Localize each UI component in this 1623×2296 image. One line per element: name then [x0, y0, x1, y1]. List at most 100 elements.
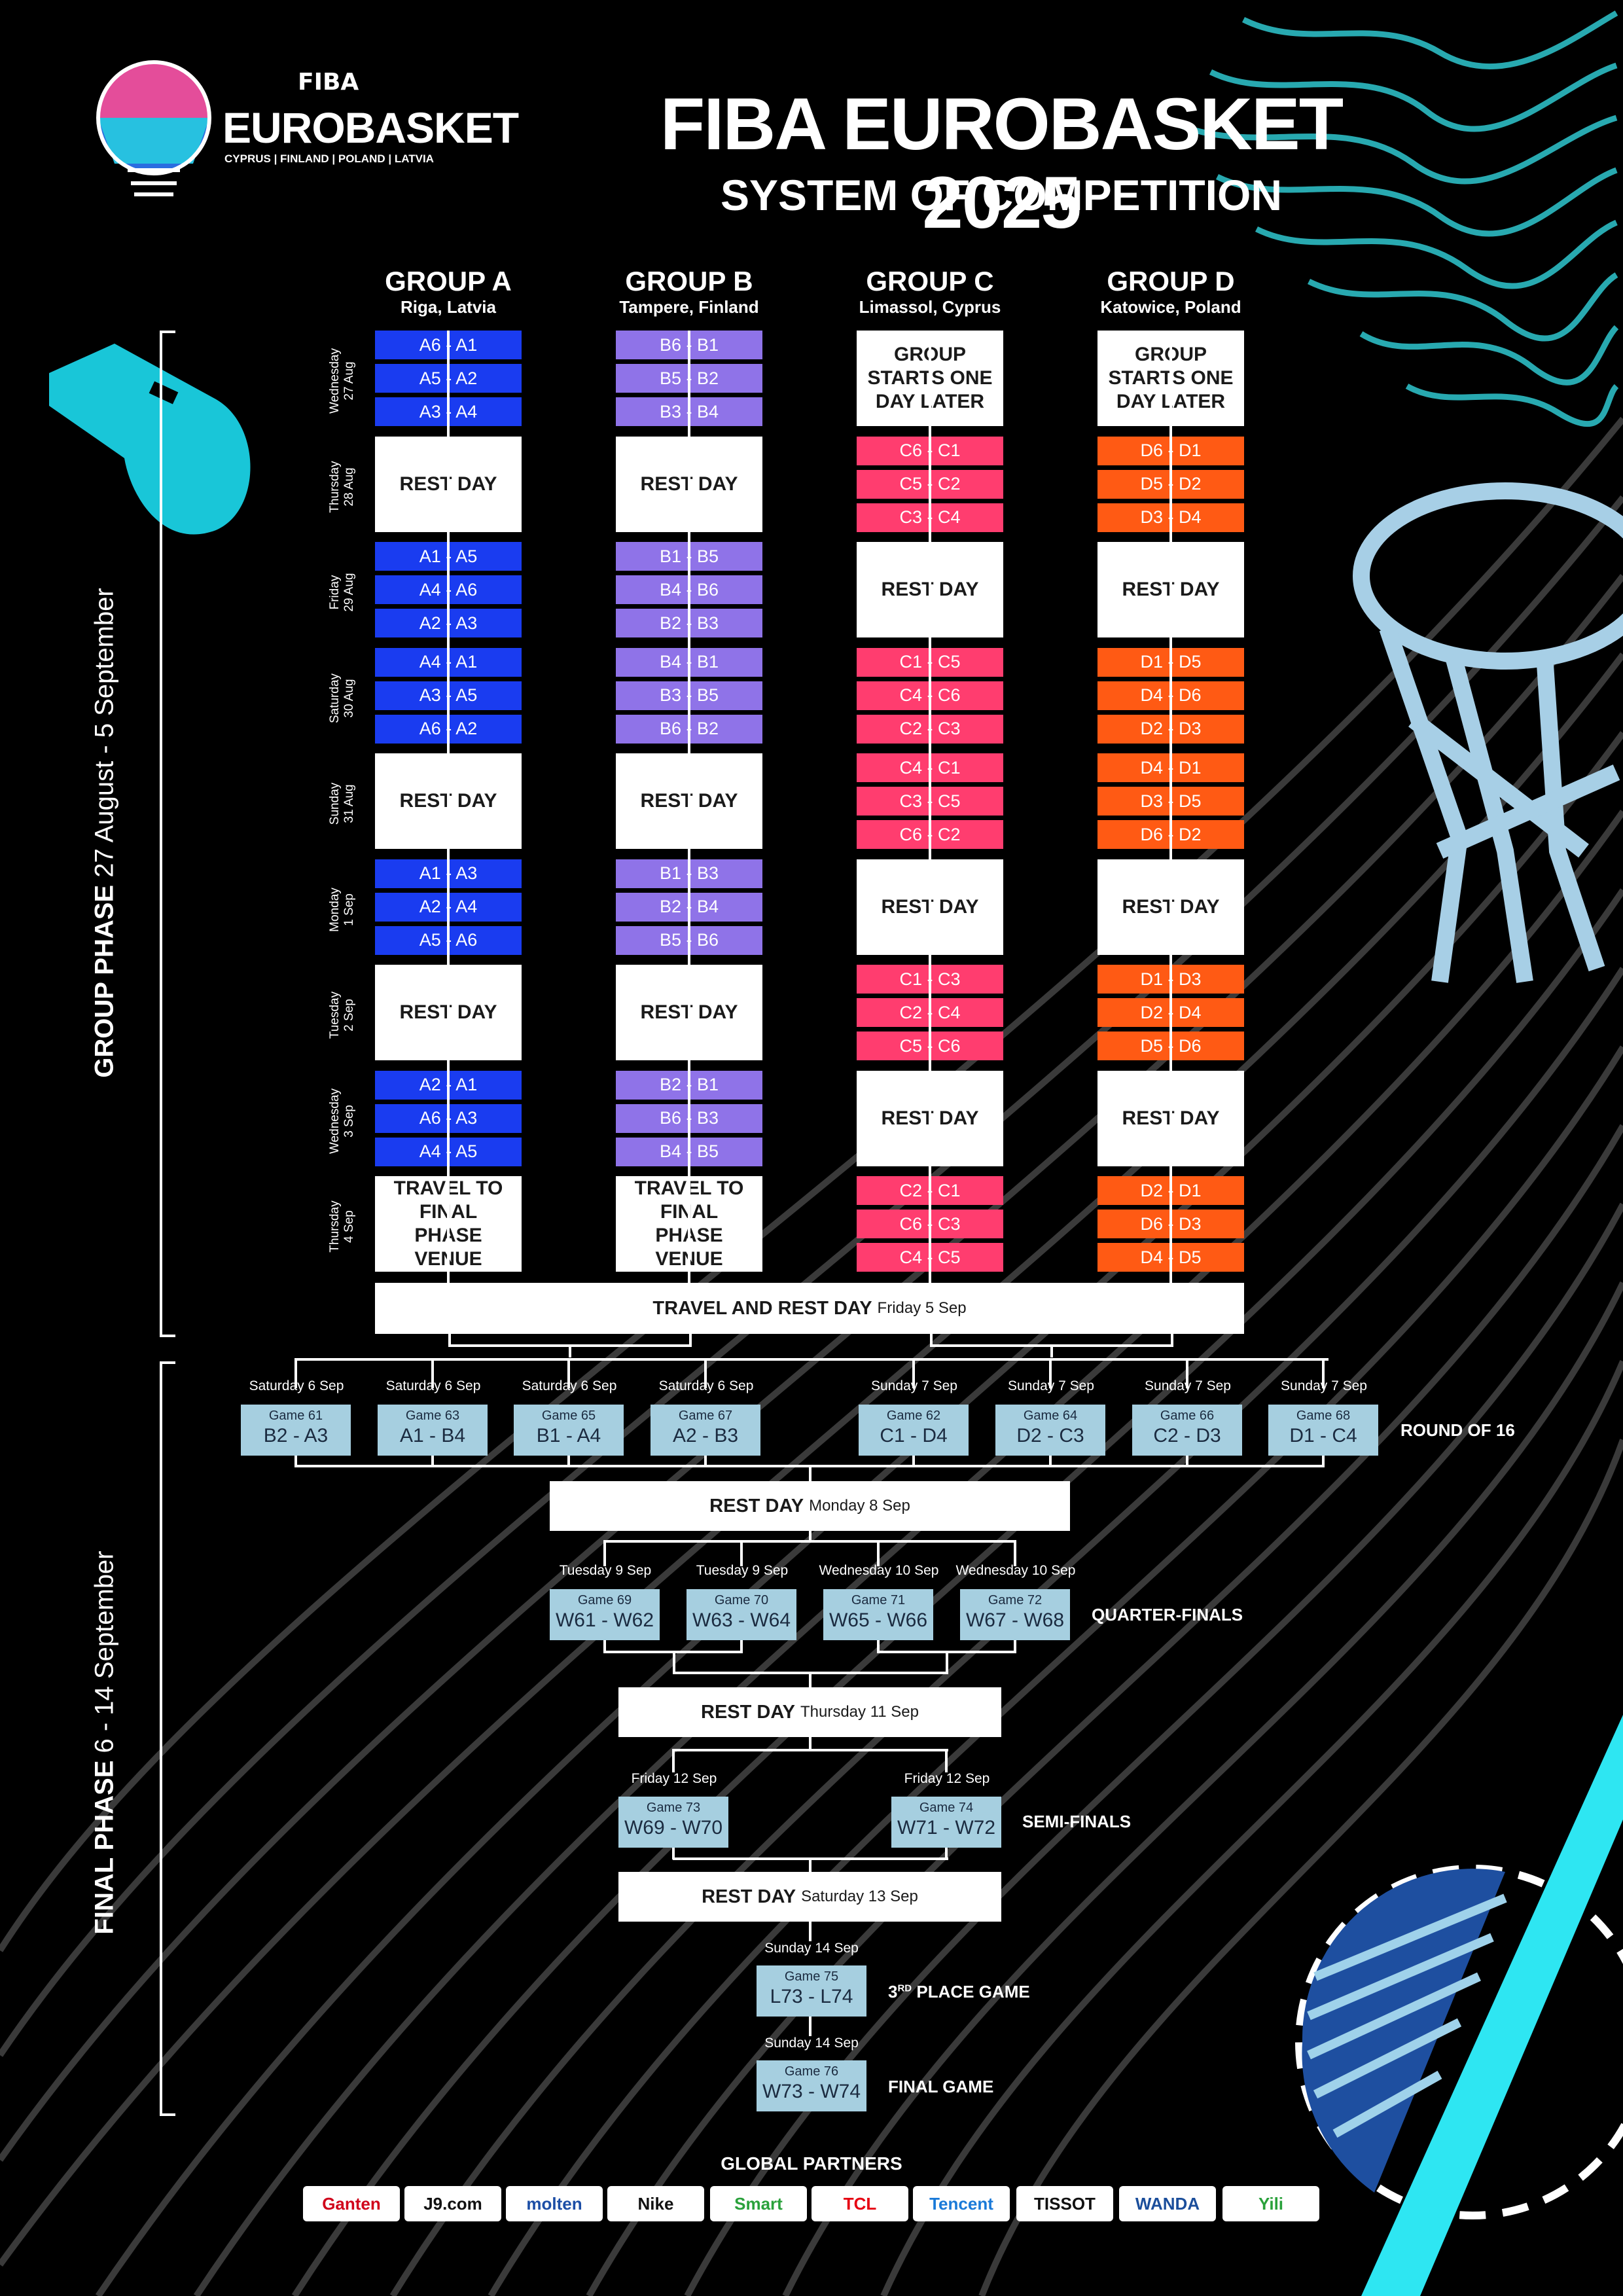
- connector-line: [740, 1640, 743, 1652]
- game-date: Saturday 6 Sep: [385, 1378, 481, 1393]
- group-header-group-c: GROUP C: [866, 266, 994, 296]
- game-number: Game 72: [988, 1593, 1043, 1607]
- connector-line: [704, 1358, 707, 1388]
- connector-line: [673, 1749, 948, 1751]
- connector-line: [809, 1857, 812, 1872]
- eurobasket-wordmark: EUROBASKET: [223, 103, 519, 152]
- group-phase-title: GROUP PHASE: [90, 884, 119, 1078]
- third-place-game: Game 75 L73 - L74: [757, 1965, 866, 2017]
- matchup: W71 - W72: [897, 1817, 996, 1839]
- group-venue: Limassol, Cyprus: [859, 297, 1001, 317]
- matchup: B1 - A4: [536, 1425, 601, 1446]
- basketball-net: [1353, 482, 1623, 983]
- connector-line: [809, 1672, 812, 1687]
- group-header-group-d: GROUP D: [1107, 266, 1235, 296]
- connector-line: [448, 1334, 451, 1347]
- matchup: W65 - W66: [829, 1609, 928, 1631]
- connector-line: [294, 1358, 1329, 1361]
- game-date: Sunday 7 Sep: [1281, 1378, 1367, 1393]
- game-number: Game 63: [405, 1408, 460, 1423]
- connector-line: [294, 1456, 297, 1467]
- final-game: Game 76 W73 - W74: [757, 2060, 866, 2111]
- game-number: Game 62: [886, 1408, 941, 1423]
- connector-line: [1322, 1456, 1325, 1467]
- page-title: FIBA EUROBASKET 2025: [660, 83, 1344, 243]
- final-date: Sunday 14 Sep: [764, 2036, 859, 2051]
- group-phase-label: GROUP PHASE 27 August - 5 September: [90, 440, 120, 1226]
- partner-logo-smart: Smart: [710, 2186, 807, 2221]
- game-number: Game 67: [678, 1408, 733, 1423]
- game-date: Wednesday 10 Sep: [819, 1563, 939, 1578]
- connector-line: [431, 1456, 434, 1467]
- group-venue: Riga, Latvia: [401, 297, 496, 317]
- game-number: Game 73: [646, 1801, 701, 1815]
- whistle-shape: [49, 344, 251, 535]
- connector-line: [912, 1456, 915, 1467]
- group-venue: Katowice, Poland: [1100, 297, 1241, 317]
- game-date: Friday 12 Sep: [631, 1771, 717, 1786]
- game-date: Sunday 7 Sep: [1008, 1378, 1094, 1393]
- connector-line: [294, 1358, 297, 1388]
- partner-logo-tencent: Tencent: [913, 2186, 1010, 2221]
- game-date: Tuesday 9 Sep: [696, 1563, 789, 1578]
- round-of-16-label: ROUND OF 16: [1400, 1420, 1515, 1440]
- final-phase-bracket: [160, 1361, 175, 2116]
- connector-line: [447, 331, 450, 1283]
- connector-line: [1050, 1344, 1053, 1357]
- matchup: B2 - A3: [263, 1425, 329, 1446]
- game-number: Game 70: [714, 1593, 769, 1607]
- matchup: C2 - D3: [1153, 1425, 1221, 1446]
- game-date: Sunday 7 Sep: [871, 1378, 957, 1393]
- connector-line: [688, 331, 690, 1283]
- third-place-date: Sunday 14 Sep: [764, 1941, 859, 1956]
- game-date: Friday 12 Sep: [904, 1771, 990, 1786]
- partner-logo-j9com: J9.com: [404, 2186, 501, 2221]
- quarter-finals-label: QUARTER-FINALS: [1092, 1605, 1243, 1624]
- game-date: Wednesday 10 Sep: [955, 1563, 1076, 1578]
- game-date: Tuesday 9 Sep: [559, 1563, 652, 1578]
- connector-line: [704, 1456, 707, 1467]
- connector-line: [567, 1358, 570, 1388]
- connector-line: [603, 1540, 1016, 1543]
- connector-line: [912, 1358, 915, 1388]
- connector-line: [673, 1651, 675, 1674]
- connector-line: [809, 2017, 812, 2036]
- fiba-wordmark: FIBA: [298, 69, 359, 96]
- connector-line: [569, 1344, 571, 1357]
- basketball-logo-icon: [96, 60, 211, 196]
- group-venue: Tampere, Finland: [619, 297, 759, 317]
- connector-line: [1186, 1456, 1188, 1467]
- group-phase-dates: 27 August - 5 September: [90, 588, 119, 878]
- game-number: Game 75: [784, 1969, 839, 1984]
- connector-line: [945, 1749, 948, 1772]
- matchup: L73 - L74: [770, 1986, 853, 2007]
- connector-line: [877, 1640, 880, 1652]
- partner-logo-nike: Nike: [607, 2186, 704, 2221]
- matchup: D2 - C3: [1016, 1425, 1084, 1446]
- page-subtitle: SYSTEM OF COMPETITION: [720, 171, 1283, 219]
- group-phase-bracket: [160, 331, 175, 1337]
- connector-line: [603, 1640, 606, 1652]
- connector-line: [930, 1334, 933, 1347]
- connector-line: [809, 1737, 812, 1750]
- final-phase-title: FINAL PHASE: [90, 1760, 119, 1935]
- final-phase-dates: 6 - 14 September: [90, 1551, 119, 1753]
- connector-line: [1049, 1456, 1052, 1467]
- connector-line: [740, 1540, 743, 1566]
